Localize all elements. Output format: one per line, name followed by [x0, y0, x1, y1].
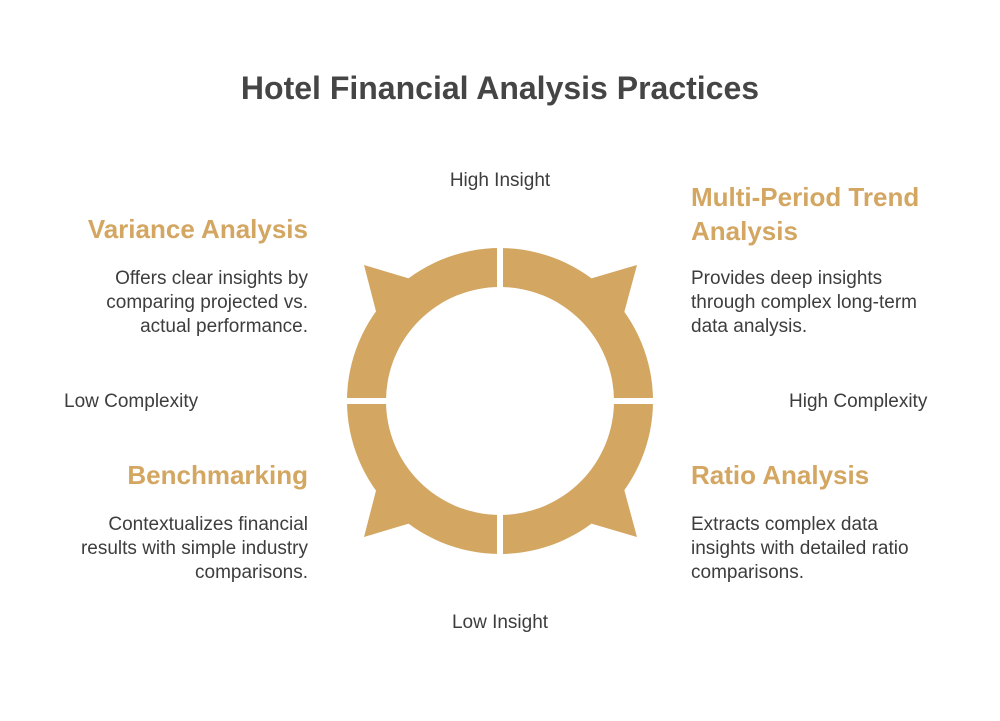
description-line: comparisons. — [195, 562, 308, 583]
quadrant-heading-multi-period-trend-analysis: Multi-Period Trend Analysis — [691, 180, 971, 248]
description-line: Offers clear insights by — [115, 268, 308, 289]
description-line: comparisons. — [691, 562, 804, 583]
axis-label-low-insight: Low Insight — [451, 612, 549, 633]
description-line: Contextualizes financial — [108, 514, 308, 535]
description-line: data analysis. — [691, 316, 808, 337]
quadrant-description-ratio-analysis: Extracts complex data insights with deta… — [691, 513, 971, 585]
axis-label-low-complexity: Low Complexity — [64, 391, 199, 412]
quadrant-heading-benchmarking: Benchmarking — [127, 460, 308, 490]
description-line: through complex long-term — [691, 292, 917, 313]
description-line: actual performance. — [140, 316, 308, 337]
quadrant-description-variance-analysis: Offers clear insights by comparing proje… — [106, 267, 308, 339]
page-title: Hotel Financial Analysis Practices — [240, 70, 760, 106]
quadrant-heading-ratio-analysis: Ratio Analysis — [691, 460, 870, 490]
description-line: results with simple industry — [80, 538, 308, 559]
axis-label-high-insight: High Insight — [449, 170, 551, 191]
arrowhead-bottom-left — [364, 452, 431, 537]
heading-line: Multi-Period Trend — [691, 182, 920, 212]
description-line: comparing projected vs. — [106, 292, 308, 313]
quadrant-description-benchmarking: Contextualizes financial results with si… — [81, 513, 308, 585]
ring-group — [347, 248, 653, 554]
heading-line: Analysis — [691, 216, 798, 246]
axis-label-high-complexity: High Complexity — [789, 391, 928, 412]
quadrant-heading-variance-analysis: Variance Analysis — [87, 214, 308, 244]
description-line: insights with detailed ratio — [691, 538, 909, 559]
arrowhead-top-right — [569, 265, 637, 350]
description-line: Extracts complex data — [691, 514, 878, 535]
arrowhead-bottom-right — [569, 452, 637, 537]
arrowhead-top-left — [364, 265, 431, 350]
description-line: Provides deep insights — [691, 268, 883, 289]
quadrant-description-multi-period-trend-analysis: Provides deep insights through complex l… — [691, 267, 971, 339]
